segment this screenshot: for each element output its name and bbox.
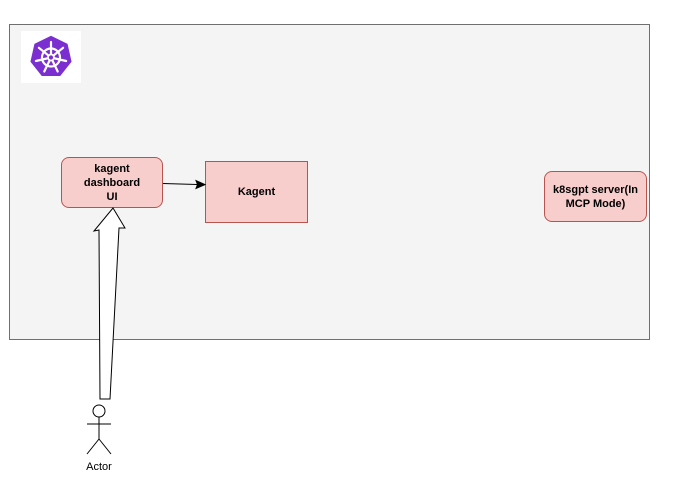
k8sgpt-server-node[interactable]: k8sgpt server(In MCP Mode)	[544, 171, 647, 222]
k8sgpt-server-label: k8sgpt server(In MCP Mode)	[553, 183, 638, 210]
dashboard-to-kagent-arrow	[162, 179, 207, 190]
kagent-dashboard-ui-node[interactable]: kagent dashboard UI	[61, 157, 163, 208]
kagent-label: Kagent	[237, 186, 276, 198]
actor-icon	[86, 404, 112, 455]
kubernetes-logo-icon	[28, 34, 74, 78]
kubernetes-logo-tile	[21, 31, 81, 83]
actor-label: Actor	[86, 461, 112, 473]
kagent-node[interactable]: Kagent	[205, 161, 308, 223]
actor-to-dashboard-shape-arrow	[92, 207, 126, 400]
kagent-dashboard-ui-label: kagent dashboard UI	[83, 162, 141, 203]
